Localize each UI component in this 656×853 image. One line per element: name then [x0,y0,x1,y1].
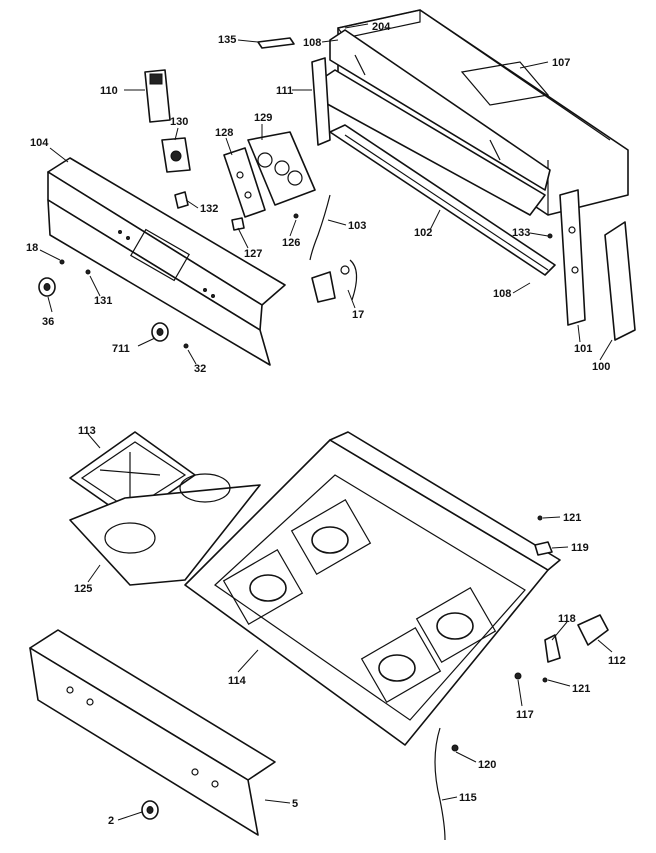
callout-126: 126 [282,237,300,249]
part-117-screw [514,672,522,680]
callout-120: 120 [478,759,496,771]
part-118-clip [544,634,561,663]
callout-36: 36 [42,316,54,328]
part-18-screw [59,259,65,265]
callout-121-lower: 121 [572,683,590,695]
part-114-cooktop [184,431,561,746]
part-133-screw [547,233,553,239]
callout-118: 118 [558,613,576,625]
callout-32: 32 [194,363,206,375]
part-32-screw [183,343,189,349]
callout-labels: 204 135 108 107 110 111 130 129 104 128 … [26,21,626,827]
callout-101: 101 [574,343,592,355]
callout-110: 110 [100,85,118,97]
callout-5: 5 [292,798,298,810]
callout-125: 125 [74,583,92,595]
part-121-screw-a [537,515,543,521]
part-112-knob [577,614,609,646]
callout-107: 107 [552,57,570,69]
part-131-screw [85,269,91,275]
callout-104: 104 [30,137,49,149]
part-132-grommet [174,191,189,209]
part-5-front-trim [29,629,276,836]
callout-18: 18 [26,242,38,254]
callout-131: 131 [94,295,112,307]
part-103-wire [309,194,331,261]
part-17-igniter [311,259,358,303]
callout-135: 135 [218,34,236,46]
callout-108-lower: 108 [493,288,511,300]
callout-102: 102 [414,227,432,239]
part-104-control-panel [47,157,286,366]
part-135-clip [257,37,295,49]
part-125-burner-pan [69,473,261,586]
leader-lines [39,23,613,821]
part-102-trim-strip [329,124,556,276]
callout-119: 119 [571,542,589,554]
callout-129: 129 [254,112,272,124]
part-127-clip [231,217,245,231]
callout-111: 111 [276,85,293,97]
callout-121-upper: 121 [563,512,581,524]
callout-114: 114 [228,675,247,687]
part-115-rod [434,727,446,841]
part-36-knob [38,277,56,297]
callout-2: 2 [108,815,114,827]
callout-115: 115 [459,792,477,804]
part-130-connector [161,137,191,173]
part-711-knob [151,322,169,342]
callout-133: 133 [512,227,530,239]
callout-103: 103 [348,220,366,232]
part-2-knob [141,800,159,820]
callout-112: 112 [608,655,626,667]
part-110-switch [144,69,171,123]
callout-117: 117 [516,709,534,721]
callout-128: 128 [215,127,233,139]
part-129-control-board [247,131,316,206]
callout-113: 113 [78,425,96,437]
part-128-bracket [223,147,266,218]
callout-132: 132 [200,203,218,215]
part-101-end-bracket [559,189,586,326]
part-121-screw-b [542,677,548,683]
callout-108-upper: 108 [303,37,321,49]
part-111-side-bracket [311,57,331,146]
part-119-spring [534,541,553,556]
part-100-end-cap [604,221,636,341]
callout-130: 130 [170,116,188,128]
callout-711: 711 [112,343,130,355]
callout-127: 127 [244,248,262,260]
callout-100: 100 [592,361,610,373]
part-126-screw [293,213,299,219]
part-120-screw [451,744,459,752]
callout-204: 204 [372,21,391,33]
callout-17: 17 [352,309,364,321]
